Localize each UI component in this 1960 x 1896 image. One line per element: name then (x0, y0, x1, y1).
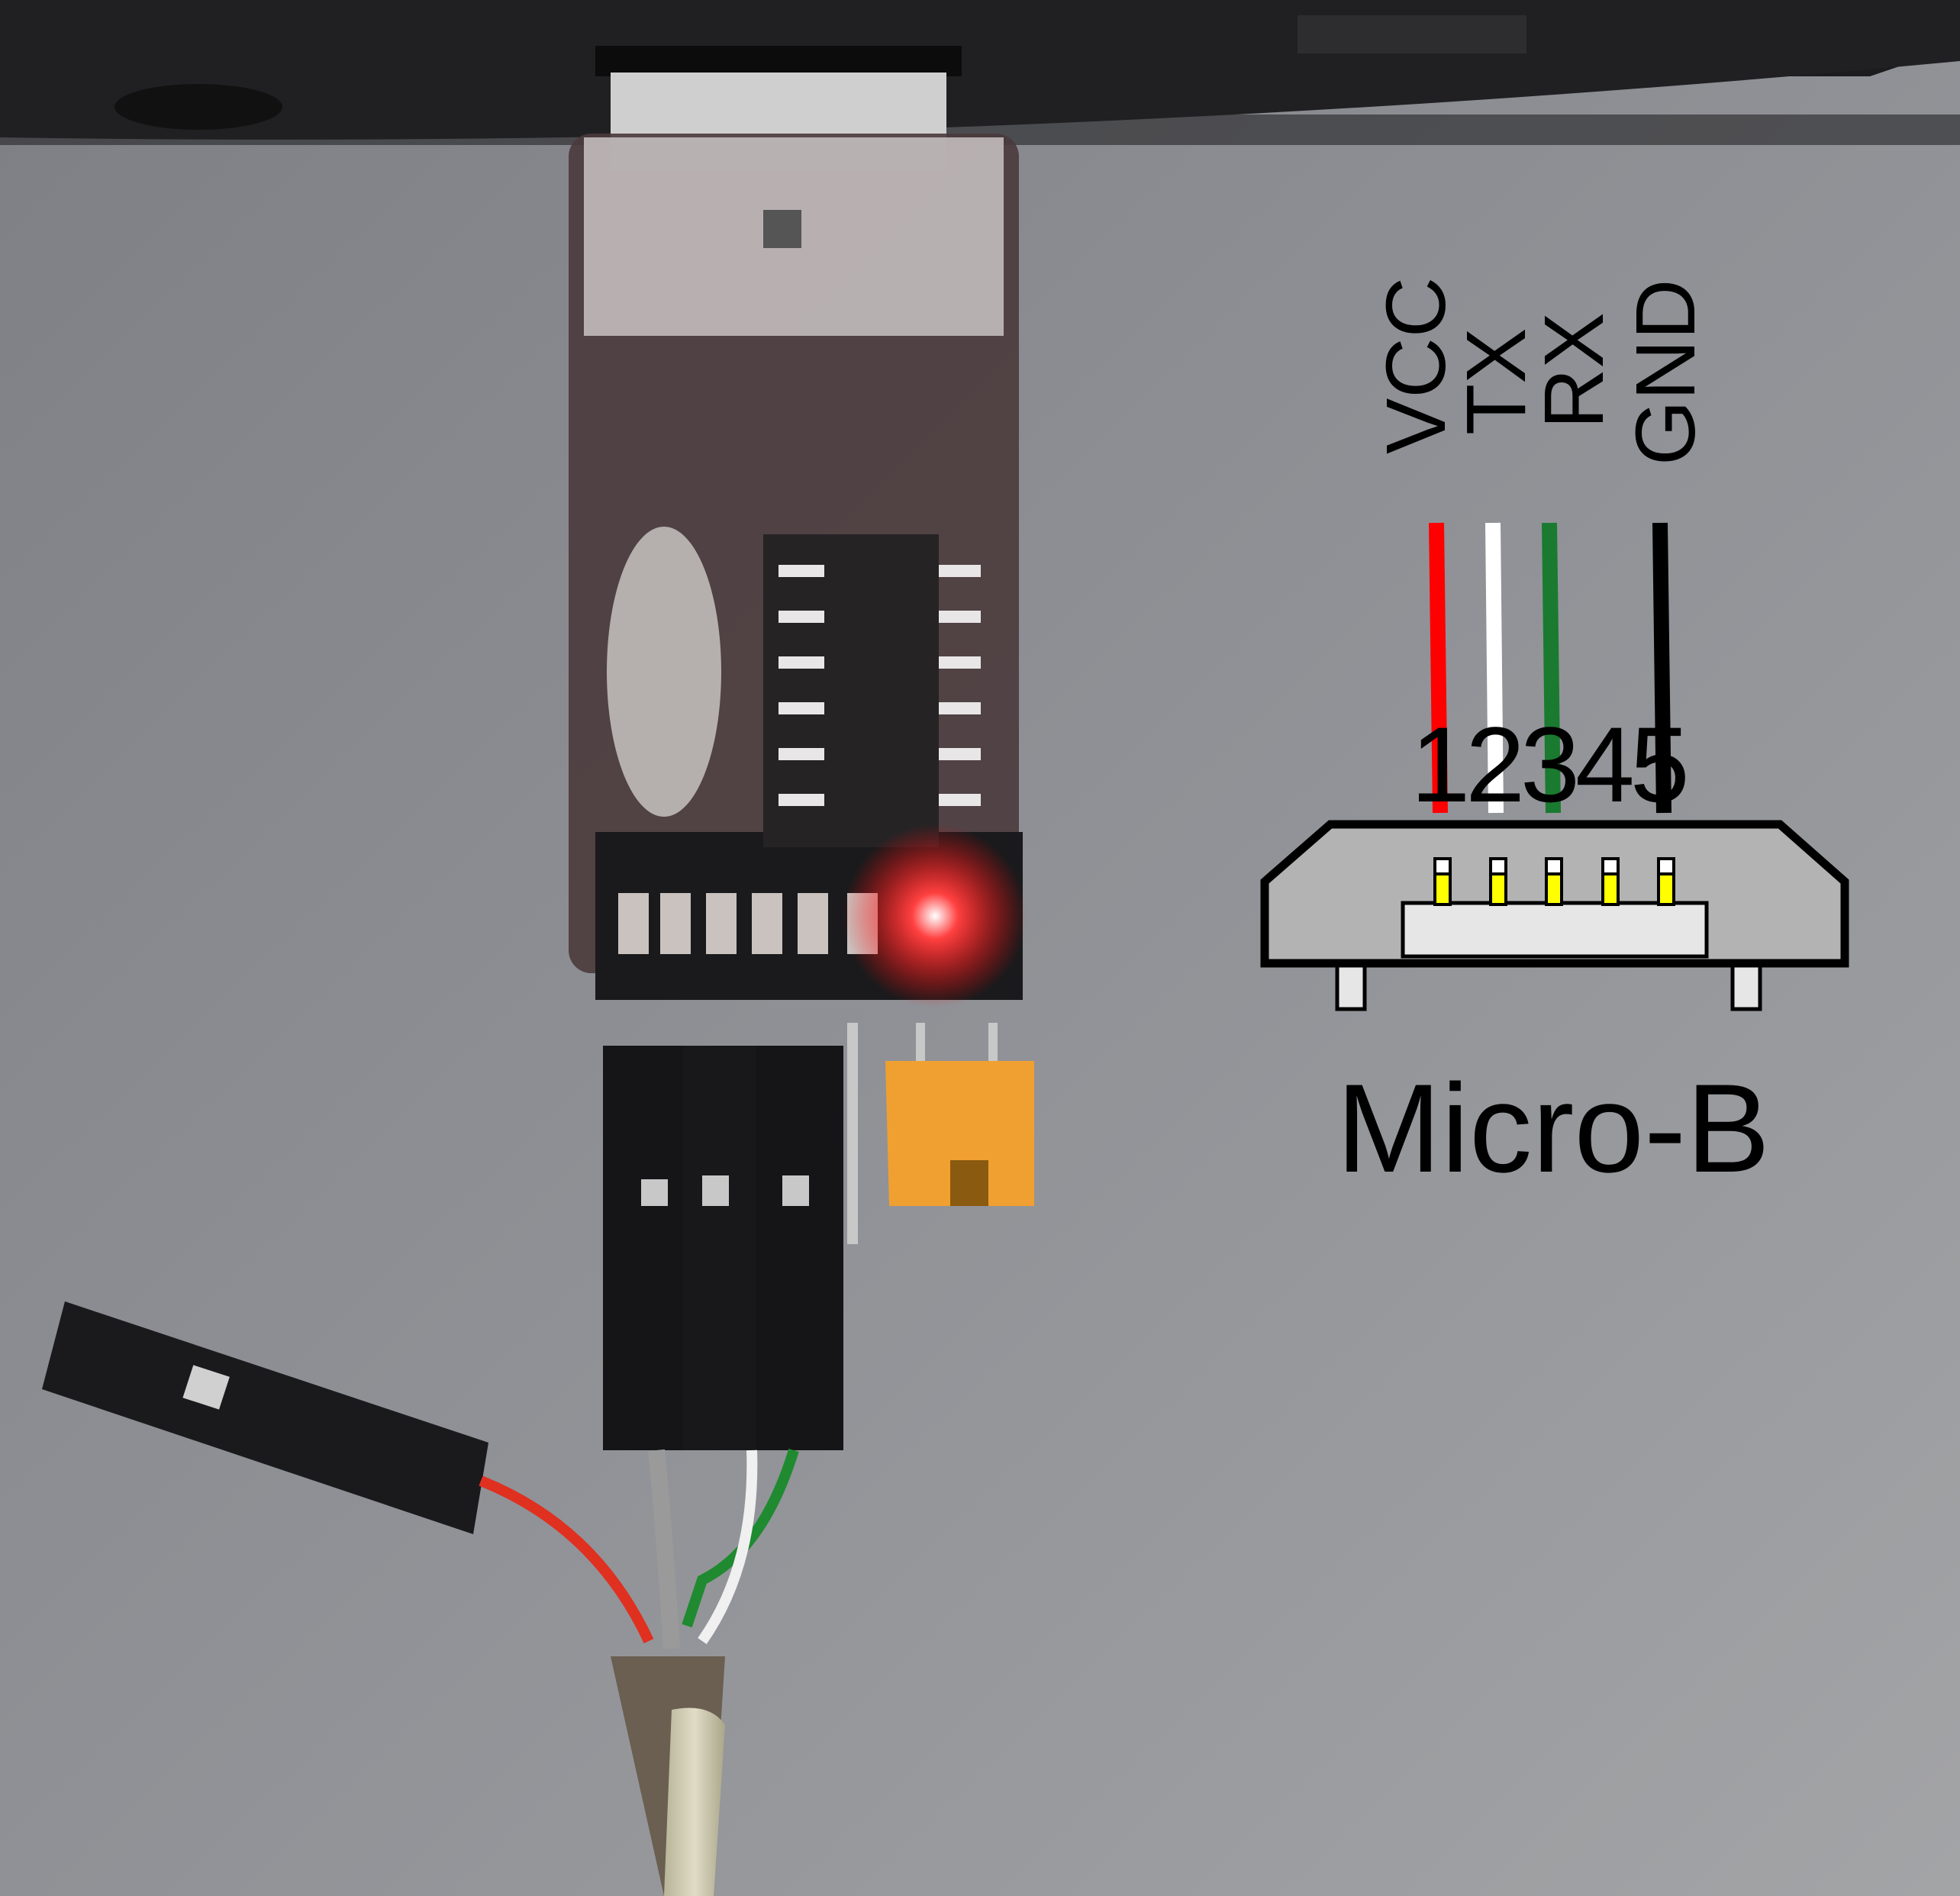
usb-serial-adapter (569, 73, 1027, 1008)
pin-numbers: 12345 (1410, 705, 1684, 824)
loose-dupont-connector (42, 1301, 488, 1534)
signal-label-rx: RX (1527, 312, 1621, 429)
wire-rx (1542, 522, 1561, 814)
micro-b-pinout-diagram: VCC TX RX GND 12345 Micro-B (1260, 277, 1849, 1198)
wire-tx (1485, 522, 1504, 814)
signal-label-gnd: GND (1619, 279, 1713, 466)
wire-vcc (1429, 522, 1448, 814)
micro-b-connector-icon (1260, 820, 1849, 1011)
power-led (843, 824, 1027, 1008)
signal-label-vcc: VCC (1369, 277, 1463, 454)
jumper-cap (885, 1061, 1034, 1206)
crystal (607, 527, 721, 817)
wire-gnd (1652, 522, 1671, 814)
laptop-edge (0, 0, 1960, 145)
dupont-connectors (603, 1046, 843, 1450)
header-pins (847, 1023, 998, 1244)
cable-wires (479, 1448, 799, 1649)
signal-label-tx: TX (1449, 327, 1543, 435)
usb-cable (611, 1656, 725, 1896)
connector-title: Micro-B (1336, 1058, 1770, 1198)
